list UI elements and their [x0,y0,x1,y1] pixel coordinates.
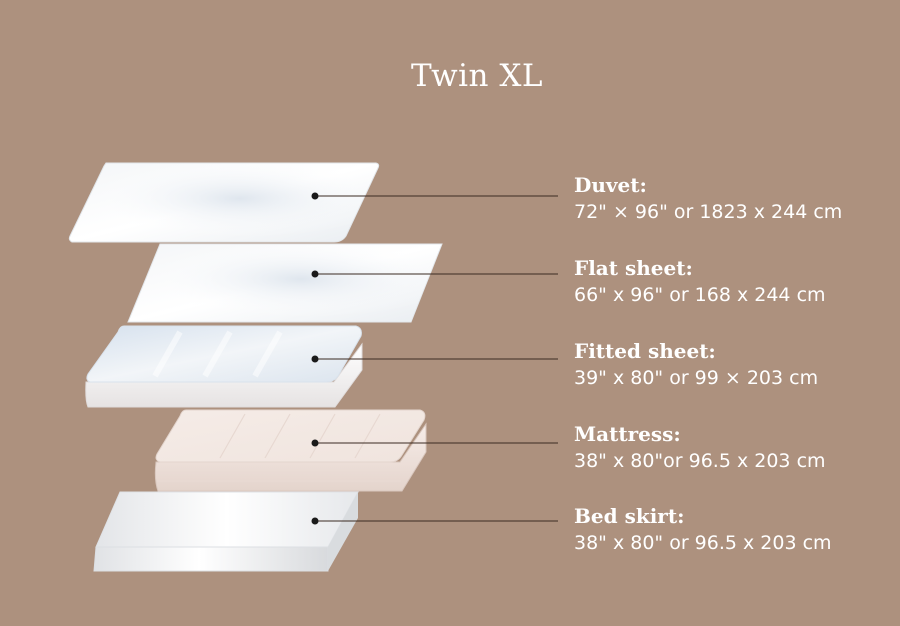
layer-dimensions: 72" × 96" or 1823 x 244 cm [574,201,843,223]
leader-line-bed-skirt [311,517,558,525]
layer-dimensions: 39" x 80" or 99 × 203 cm [574,367,819,389]
label-mattress: Mattress: 38" x 80"or 96.5 x 203 cm [574,421,826,475]
layer-dimensions: 38" x 80" or 96.5 x 203 cm [574,532,832,554]
leader-line-flat-sheet [311,270,558,278]
layer-name: Duvet: [574,173,647,197]
leader-line-duvet [311,192,558,200]
flat-sheet-illustration [127,243,443,323]
layer-name: Fitted sheet: [574,339,716,363]
label-duvet: Duvet: 72" × 96" or 1823 x 244 cm [574,172,842,226]
label-flat-sheet: Flat sheet: 66" x 96" or 168 x 244 cm [574,255,826,309]
layer-name: Mattress: [574,422,681,446]
layer-dimensions: 38" x 80"or 96.5 x 203 cm [574,450,826,472]
label-fitted-sheet: Fitted sheet: 39" x 80" or 99 × 203 cm [574,338,818,392]
page-title: Twin XL [411,58,543,94]
leader-line-mattress [311,439,558,447]
mattress-illustration [154,409,427,492]
bed-skirt-illustration [93,491,359,572]
layer-name: Flat sheet: [574,256,693,280]
label-bed-skirt: Bed skirt: 38" x 80" or 96.5 x 203 cm [574,503,832,557]
duvet-illustration [68,162,380,243]
fitted-sheet-illustration [85,325,363,408]
layer-dimensions: 66" x 96" or 168 x 244 cm [574,284,826,306]
layer-name: Bed skirt: [574,504,685,528]
leader-line-fitted-sheet [311,355,558,363]
